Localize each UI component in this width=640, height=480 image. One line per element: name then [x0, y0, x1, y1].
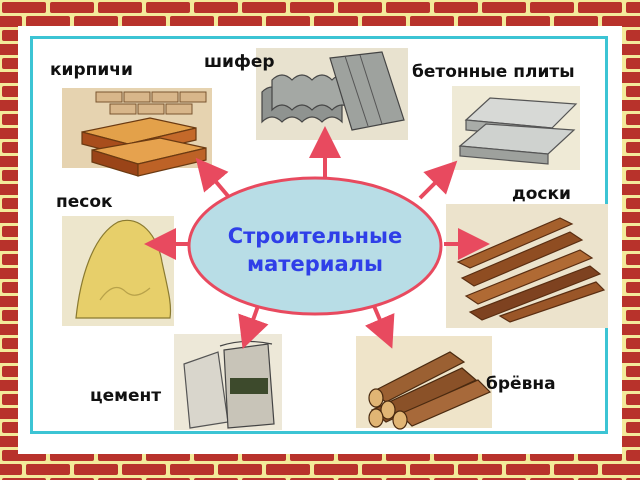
arrow-to-logs: [364, 305, 395, 349]
sand-illustration: [62, 216, 174, 326]
center-title-line1: Строительные: [227, 224, 403, 248]
boards-illustration: [446, 204, 608, 328]
label-boards: доски: [512, 184, 571, 204]
arrow-to-concrete: [418, 160, 458, 200]
logs-illustration: [356, 336, 492, 430]
concrete-slabs-illustration: [452, 86, 580, 170]
arrow-to-cement: [238, 305, 269, 350]
label-bricks: кирпичи: [50, 60, 133, 80]
label-concrete-slabs: бетонные плиты: [412, 62, 575, 82]
label-cement: цемент: [90, 386, 162, 406]
cement-illustration: [174, 334, 282, 430]
label-slate: шифер: [204, 52, 275, 72]
center-title: Строительные материалы: [195, 222, 435, 278]
bricks-illustration: [62, 88, 212, 177]
center-title-line2: материалы: [246, 252, 384, 276]
label-sand: песок: [56, 192, 113, 212]
label-logs: брёвна: [486, 374, 556, 394]
center-ellipse: [187, 176, 443, 316]
slate-illustration: [256, 48, 408, 140]
arrow-to-bricks: [195, 157, 230, 198]
